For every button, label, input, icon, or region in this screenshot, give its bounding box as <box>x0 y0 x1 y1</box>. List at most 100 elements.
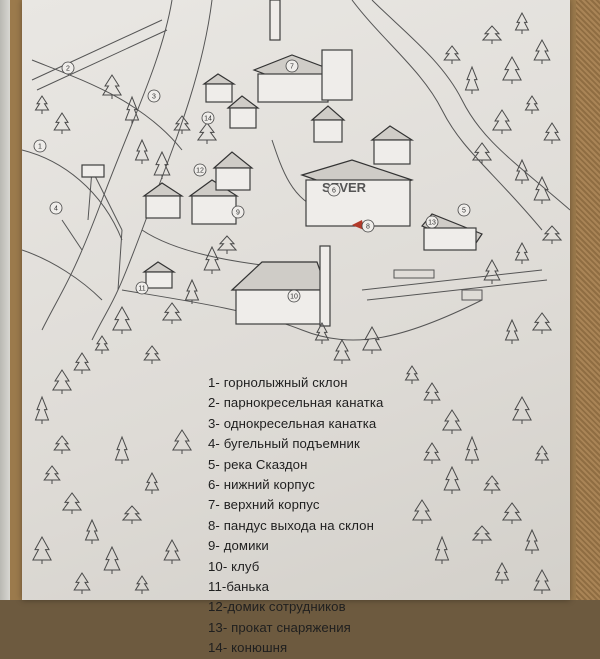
tree-sketch <box>471 142 493 164</box>
map-marker-circle <box>327 183 341 197</box>
tree-sketch <box>524 95 540 114</box>
map-marker-number: 8 <box>366 224 370 231</box>
tree-sketch <box>196 122 218 144</box>
map-marker-number: 2 <box>66 66 70 73</box>
tree-sketch <box>32 535 52 564</box>
entrance-arrow <box>352 220 364 230</box>
map-marker-circle <box>33 139 47 153</box>
map-marker-circle <box>147 89 161 103</box>
lift-cables <box>31 19 168 291</box>
tree-sketch <box>61 492 83 514</box>
tree-sketch <box>53 112 71 134</box>
legend-item-12: 12-домик сотрудников <box>208 599 346 615</box>
map-marker-circle <box>135 281 149 295</box>
tree-sketch <box>314 321 330 344</box>
legend-item-7: 7- верхний корпус <box>208 497 320 513</box>
tree-sketch <box>443 465 461 494</box>
tree-sketch <box>134 138 150 164</box>
tree-sketch <box>481 25 503 44</box>
legend-item-4: 4- бугельный подъемник <box>208 436 360 452</box>
tree-sketch <box>531 312 553 334</box>
stable-area <box>393 269 483 301</box>
map-paper: SEVER <box>22 0 570 655</box>
tree-sketch <box>173 115 191 134</box>
tree-sketch <box>143 345 161 364</box>
tree-sketch <box>464 435 480 464</box>
map-marker-number: 7 <box>290 64 294 71</box>
legend-item-9: 9- домики <box>208 538 269 554</box>
map-marker-circle <box>425 215 439 229</box>
legend-item-1: 1- горнолыжный склон <box>208 375 348 390</box>
tree-sketch <box>533 175 551 204</box>
legend-item-13: 13- прокат снаряжения <box>208 619 351 635</box>
map-marker-circle <box>61 61 75 75</box>
tree-sketch <box>114 435 130 464</box>
map-marker-circle <box>361 219 375 233</box>
legend-item-5: 5- река Сказдон <box>208 456 308 472</box>
legend-item-11: 11-банька <box>208 579 270 595</box>
legend-item-3: 3- однокресельная канатка <box>208 415 377 431</box>
tree-sketch <box>103 545 121 574</box>
tree-sketch <box>404 365 420 384</box>
map-marker-number: 12 <box>196 168 204 175</box>
tree-sketch <box>434 535 450 564</box>
legend-item-14: 14- конюшня <box>208 640 288 656</box>
tree-sketch <box>423 382 441 404</box>
map-marker-circle <box>201 111 215 125</box>
tree-sketch <box>543 122 561 144</box>
tree-sketch <box>533 38 551 64</box>
tree-sketch <box>442 409 462 434</box>
map-marker-circle <box>49 201 63 215</box>
tree-sketch <box>534 445 550 464</box>
ski-slope-lines <box>22 0 213 341</box>
tree-sketch <box>541 225 563 244</box>
tree-sketch <box>203 245 221 274</box>
tree-sketch <box>124 95 140 124</box>
tree-sketch <box>504 318 520 344</box>
tree-sketch <box>514 241 530 264</box>
upper-corpus <box>252 0 353 103</box>
resort-map-drawing: SEVER <box>22 0 570 594</box>
tree-sketch <box>34 95 50 114</box>
tree-sketch <box>492 109 512 134</box>
map-marker-number: 3 <box>152 94 156 101</box>
tree-sketch <box>362 325 382 354</box>
tree-sketch <box>514 158 530 184</box>
club-building <box>230 245 331 327</box>
paths <box>121 139 548 341</box>
tree-sketch <box>161 302 183 324</box>
tree-sketch <box>52 369 72 394</box>
tree-sketch <box>163 538 181 564</box>
map-marker-number: 13 <box>428 220 436 227</box>
map-marker-number: 6 <box>332 188 336 195</box>
tree-sketch <box>53 435 71 454</box>
map-marker-number: 1 <box>38 144 42 151</box>
legend-item-8: 8- пандус выхода на склон <box>208 517 374 533</box>
tree-sketch <box>184 278 200 304</box>
map-marker-circle <box>285 59 299 73</box>
lower-corpus: SEVER <box>300 159 414 230</box>
tree-sketch <box>502 55 522 84</box>
tree-sketch <box>144 471 160 494</box>
tree-sketch <box>483 475 501 494</box>
tree-sketch <box>94 335 110 354</box>
map-marker-circle <box>457 203 471 217</box>
tree-sketch <box>524 528 540 554</box>
tree-sketch <box>121 505 143 524</box>
tree-sketch <box>43 465 61 484</box>
cabins <box>142 73 415 225</box>
tree-sketch <box>84 518 100 544</box>
map-marker-number: 9 <box>236 210 240 217</box>
map-legend: 1- горнолыжный склон 2- парнокресельная … <box>208 373 384 659</box>
legend-item-6: 6- нижний корпус <box>208 477 315 493</box>
map-marker-number: 5 <box>462 208 466 215</box>
map-marker-number: 14 <box>204 116 212 123</box>
tree-sketch <box>102 74 122 99</box>
tree-sketch <box>443 45 461 64</box>
map-marker-number: 10 <box>290 294 298 301</box>
forest-trees <box>32 11 563 594</box>
map-marker-circle <box>193 163 207 177</box>
map-marker-circle <box>287 289 301 303</box>
